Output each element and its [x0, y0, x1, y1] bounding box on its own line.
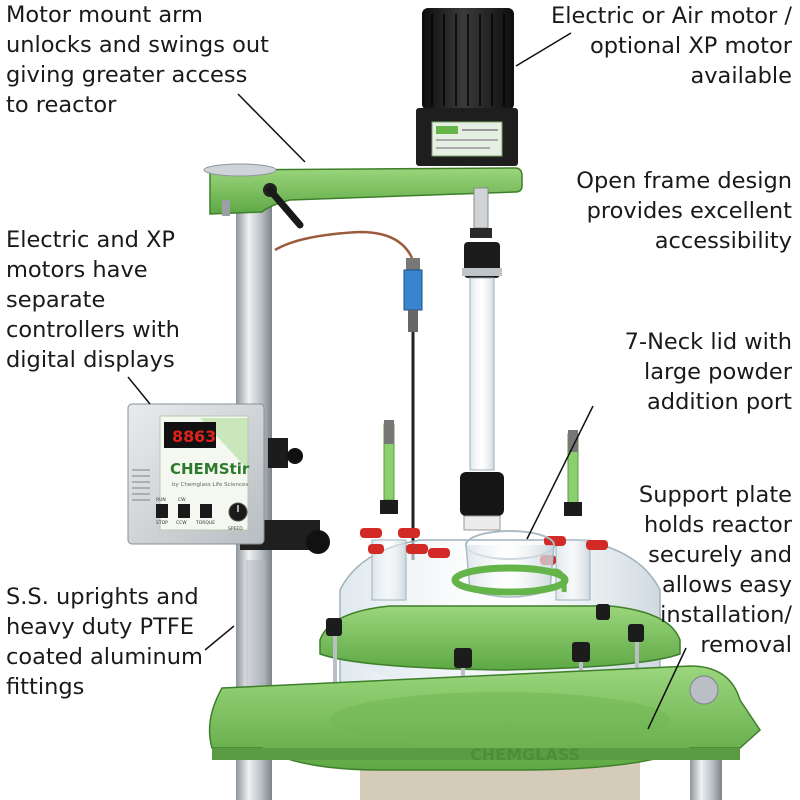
- callout-line: motors have: [6, 257, 148, 283]
- callout-uprights: S.S. uprights and heavy duty PTFE coated…: [6, 582, 203, 702]
- callout-motor-mount-arm: Motor mount arm unlocks and swings out g…: [6, 0, 269, 120]
- arm-lock-lever: [266, 186, 304, 229]
- callout-line: holds reactor: [643, 512, 792, 538]
- leader-motor-mount-arm: [237, 93, 306, 163]
- leader-controllers: [127, 376, 151, 405]
- plate-brand: CHEMGLASS: [470, 745, 580, 764]
- stirrer-shaft: [469, 277, 495, 471]
- speed-label: SPEED: [228, 526, 243, 532]
- callout-open-frame: Open frame design provides excellent acc…: [576, 166, 792, 256]
- callout-line: Electric or Air motor /: [551, 3, 792, 29]
- stirrer-bearing: [460, 472, 504, 516]
- callout-line: removal: [700, 632, 792, 658]
- callout-line: S.S. uprights and: [6, 584, 199, 610]
- callout-motor: Electric or Air motor / optional XP moto…: [551, 1, 792, 91]
- callout-line: digital displays: [6, 347, 175, 373]
- run-stop-button[interactable]: [156, 504, 168, 518]
- display-value: 63: [194, 427, 216, 446]
- callout-line: optional XP motor: [590, 33, 792, 59]
- leader-uprights: [204, 625, 235, 651]
- callout-line: securely and: [648, 542, 792, 568]
- leader-lid: [526, 405, 594, 540]
- callout-line: to reactor: [6, 92, 117, 118]
- callout-line: provides excellent: [586, 198, 792, 224]
- callout-line: available: [690, 63, 792, 89]
- callout-line: installation/: [660, 602, 792, 628]
- callout-line: separate: [6, 287, 106, 313]
- callout-line: accessibility: [654, 228, 792, 254]
- torque-button[interactable]: [200, 504, 212, 518]
- callout-line: allows easy: [661, 572, 792, 598]
- controller-brand: CHEMStir: [170, 460, 250, 478]
- probe-cable: [274, 230, 414, 259]
- callout-controllers: Electric and XP motors have separate con…: [6, 225, 180, 375]
- callout-line: large powder: [644, 359, 792, 385]
- button-label-ccw: CCW: [176, 520, 187, 526]
- callout-line: Motor mount arm: [6, 2, 203, 28]
- callout-line: fittings: [6, 674, 85, 700]
- callout-line: controllers with: [6, 317, 180, 343]
- callout-line: 7-Neck lid with: [624, 329, 792, 355]
- callout-line: giving greater access: [6, 62, 248, 88]
- svg-text:88: 88: [172, 427, 194, 446]
- button-label-run: RUN: [156, 497, 166, 503]
- callout-line: heavy duty PTFE: [6, 614, 194, 640]
- button-label-cw: CW: [178, 497, 186, 503]
- leader-motor: [515, 32, 572, 67]
- callout-line: Electric and XP: [6, 227, 175, 253]
- probe-connector: [403, 269, 423, 311]
- direction-button[interactable]: [178, 504, 190, 518]
- motor-mount-arm: [209, 167, 523, 215]
- callout-support-plate: Support plate holds reactor securely and…: [639, 480, 792, 660]
- callout-line: coated aluminum: [6, 644, 203, 670]
- controller-brand-sub: by Chemglass Life Sciences: [172, 482, 248, 488]
- lid-support-ring: [319, 605, 681, 671]
- button-label-torque: TORQUE: [195, 520, 215, 526]
- callout-line: addition port: [647, 389, 792, 415]
- callout-line: Open frame design: [576, 168, 792, 194]
- button-label-stop: STOP: [156, 520, 168, 526]
- callout-lid: 7-Neck lid with large powder addition po…: [625, 327, 792, 417]
- controller-display: [164, 422, 216, 448]
- leader-support-plate: [647, 647, 687, 730]
- callout-line: Support plate: [638, 482, 792, 508]
- callout-line: unlocks and swings out: [6, 32, 269, 58]
